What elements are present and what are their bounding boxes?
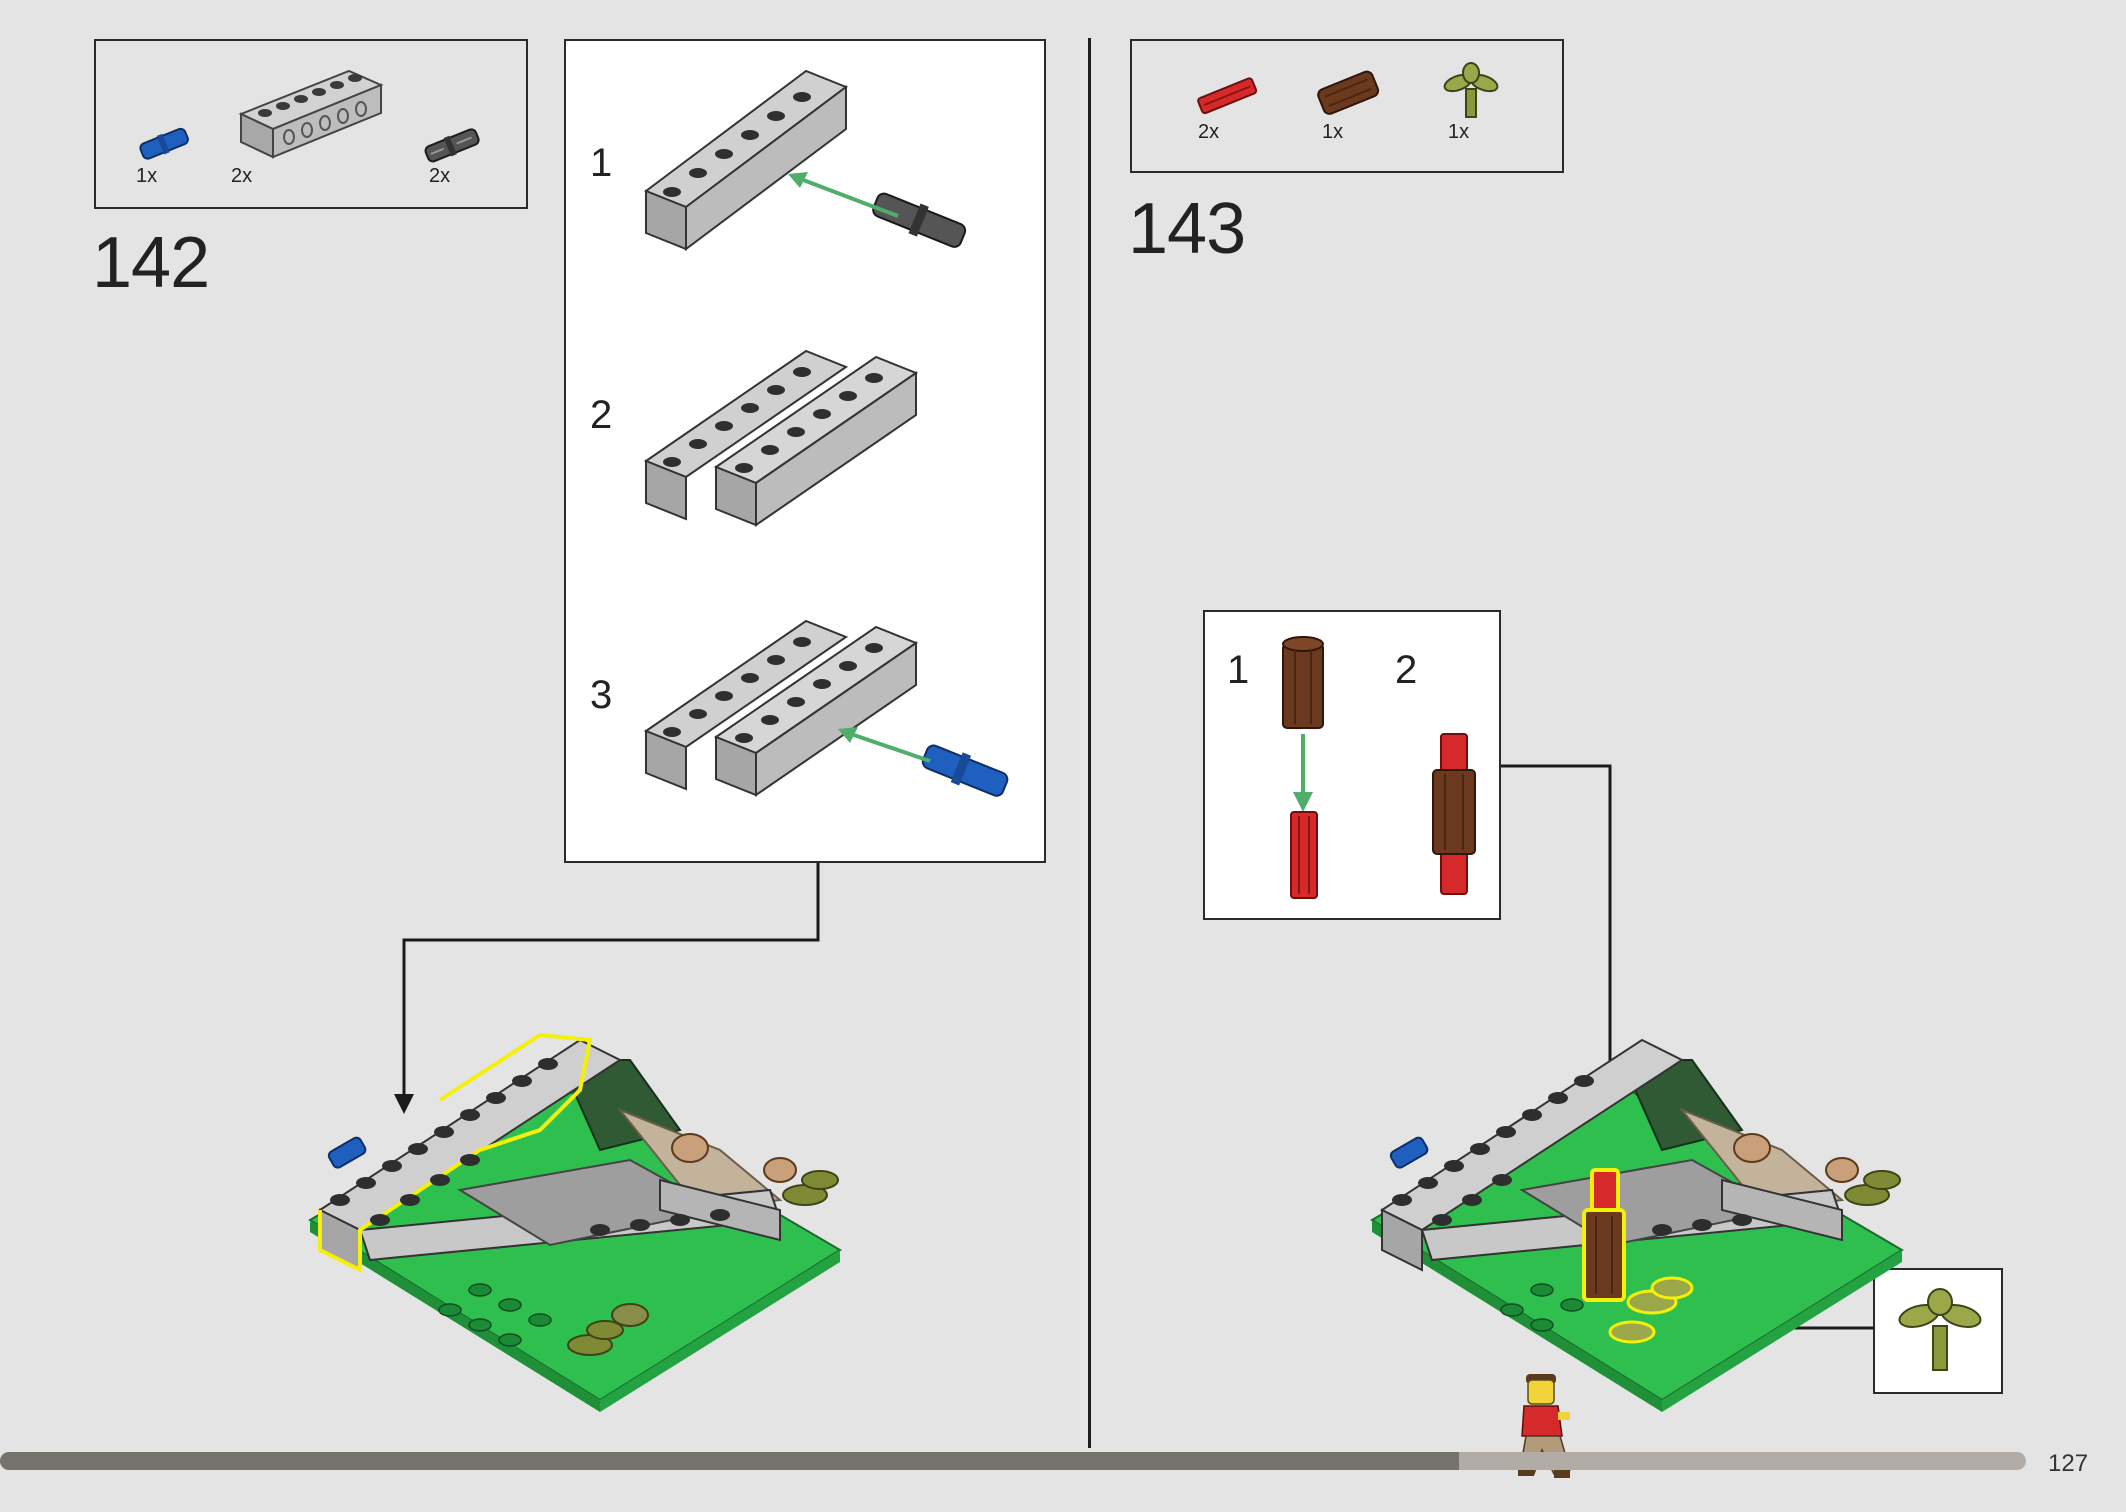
page-divider <box>1088 38 1091 1448</box>
substep-number: 1 <box>590 141 613 185</box>
part-qty: 1x <box>136 165 158 187</box>
progress-fill <box>0 1452 1459 1470</box>
technic-brick-with-pin-illustration <box>643 69 849 251</box>
substep-number: 2 <box>1395 648 1418 692</box>
part-qty: 1x <box>1322 121 1344 143</box>
dark-gray-pin-part <box>872 192 967 248</box>
blue-pin-part <box>921 744 1009 797</box>
insert-arrow-icon <box>838 727 931 763</box>
part-qty: 1x <box>1448 121 1470 143</box>
substep-number: 3 <box>590 673 613 717</box>
part-qty: 2x <box>429 165 451 187</box>
substep-number: 2 <box>590 393 613 437</box>
bricks-with-blue-pin-illustration <box>643 619 919 797</box>
two-technic-bricks-illustration <box>643 349 919 527</box>
model-step142-illustration <box>308 1032 842 1412</box>
page-number: 127 <box>2048 1450 2089 1477</box>
olive-plant-icon <box>1443 62 1499 118</box>
insert-arrow-icon <box>788 172 899 218</box>
step-number: 142 <box>92 223 210 303</box>
substep-panel: 1 2 <box>1203 610 1501 920</box>
substep-number: 1 <box>1227 648 1250 692</box>
step-number: 143 <box>1128 189 1246 269</box>
olive-plant-icon <box>1898 1288 1982 1371</box>
plant-callout-box <box>1873 1268 2003 1394</box>
brown-log-icon <box>1317 70 1380 115</box>
log-with-axle-illustration <box>1432 733 1476 895</box>
step143-parts-box: 2x 1x 1x <box>1130 39 1564 173</box>
red-axle-part <box>1290 811 1318 899</box>
step142-parts-box: 1x 2x 2x <box>94 39 528 209</box>
blue-pin-icon <box>139 127 189 160</box>
dark-gray-pin-icon <box>424 128 480 163</box>
model-step143-illustration <box>1370 1038 1904 1412</box>
part-qty: 2x <box>231 165 253 187</box>
part-qty: 2x <box>1198 121 1220 143</box>
progress-bar <box>0 1452 2026 1470</box>
red-axle-icon <box>1197 77 1258 115</box>
insert-arrow-icon <box>1293 734 1313 812</box>
brown-log-part <box>1282 636 1324 729</box>
gray-technic-brick-icon <box>238 69 384 159</box>
substep-panel: 1 2 3 <box>564 39 1046 863</box>
